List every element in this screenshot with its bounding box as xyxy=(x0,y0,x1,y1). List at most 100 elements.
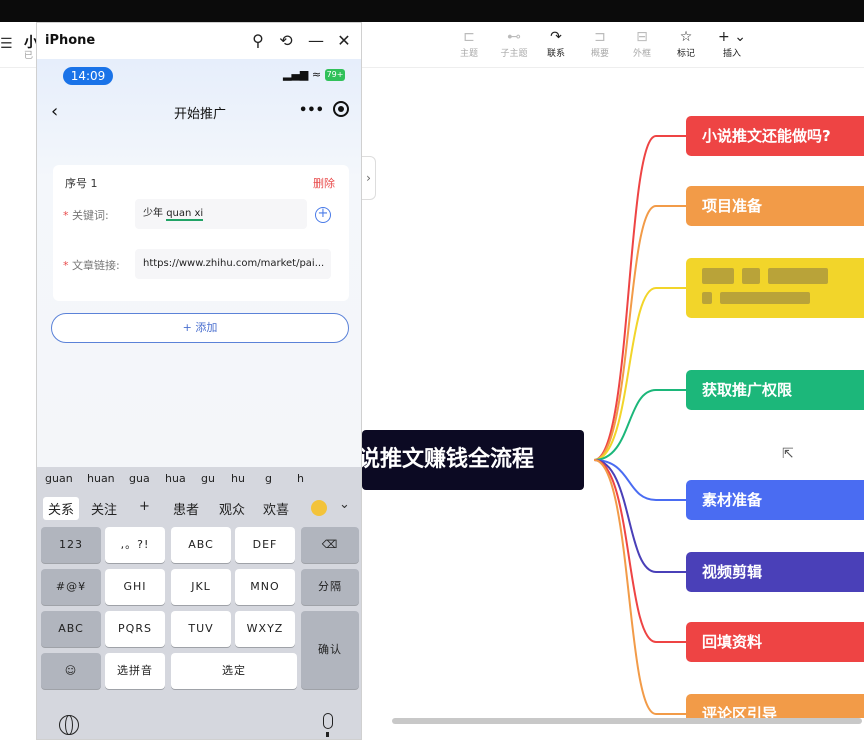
word-candidate[interactable]: 关系 xyxy=(43,497,80,520)
keyboard-key[interactable]: ⌫ xyxy=(301,527,359,563)
keyboard-key[interactable]: 选定 xyxy=(171,653,297,689)
toolbar-plus-button[interactable]: + ⌄插入 xyxy=(710,28,754,59)
topic-icon: ⊏ xyxy=(463,29,475,45)
keyboard-key[interactable]: TUV xyxy=(171,611,231,647)
toolbar-subtopic-button[interactable]: ⊷子主题 xyxy=(492,28,536,59)
keyboard-key[interactable]: WXYZ xyxy=(235,611,295,647)
pin-icon[interactable]: ⚲ xyxy=(252,31,264,50)
document-title[interactable]: 小 xyxy=(24,35,38,51)
pinyin-candidate[interactable]: h xyxy=(297,472,304,485)
toolbar-label: 概要 xyxy=(590,49,609,59)
pinyin-candidate[interactable]: gu xyxy=(201,472,215,485)
keyboard-key[interactable]: 确认 xyxy=(301,611,359,689)
mindmap-canvas[interactable]: 说推文赚钱全流程 小说推文还能做吗? 项目准备获取推广权限素材准备视频剪辑回填资料… xyxy=(362,68,864,734)
signal-wifi-icon: ▂▄▆ ≈ xyxy=(283,68,322,81)
rotate-icon[interactable]: ⟲ xyxy=(279,31,293,50)
mindmap-branch-node[interactable]: 小说推文还能做吗? xyxy=(686,116,864,156)
keyboard-key[interactable]: 选拼音 xyxy=(105,653,165,689)
globe-icon[interactable] xyxy=(59,715,79,735)
microphone-icon[interactable] xyxy=(323,713,333,737)
root-topic[interactable]: 说推文赚钱全流程 xyxy=(362,430,584,490)
word-candidate[interactable]: + xyxy=(139,499,150,514)
horizontal-scrollbar[interactable] xyxy=(362,718,864,740)
toolbar-label: 外框 xyxy=(632,49,651,59)
sequence-label: 序号 1 xyxy=(65,177,98,190)
pinyin-candidate[interactable]: hu xyxy=(231,472,245,485)
article-link-label: * 文章链接: xyxy=(63,259,120,272)
boundary-icon: ⊟ xyxy=(636,29,648,45)
back-arrow-icon[interactable]: ‹ xyxy=(51,101,59,122)
keyboard-key[interactable]: ☺ xyxy=(41,653,101,689)
mindmap-branch-node[interactable]: 获取推广权限 xyxy=(686,370,864,410)
toolbar-relation-button[interactable]: ↷联系 xyxy=(534,28,578,59)
keyboard-key[interactable]: ABC xyxy=(171,527,231,563)
article-link-input[interactable]: https://www.zhihu.com/market/pai... xyxy=(135,249,331,279)
pinyin-candidate[interactable]: hua xyxy=(165,472,186,485)
mindmap-branch-node[interactable] xyxy=(686,258,864,318)
redacted-text xyxy=(720,292,810,304)
promotion-form-card: 序号 1 删除 * 关键词: 少年 quan xi + * 文章链接: http… xyxy=(53,165,349,301)
expand-panel-handle[interactable]: › xyxy=(362,156,376,200)
minimize-icon[interactable]: — xyxy=(308,31,324,50)
keyword-input[interactable]: 少年 quan xi xyxy=(135,199,307,229)
mindmap-branch-node[interactable]: 回填资料 xyxy=(686,622,864,662)
branch-connector xyxy=(593,287,688,461)
delete-link[interactable]: 删除 xyxy=(313,177,335,190)
pinyin-candidate[interactable]: gua xyxy=(129,472,150,485)
page-title: 开始推广 xyxy=(173,107,226,122)
add-keyword-icon[interactable]: + xyxy=(315,207,331,223)
mindmap-branch-node[interactable]: 项目准备 xyxy=(686,186,864,226)
pinyin-keyboard: guan huan gua hua gu hu g h ⌄ 关系关注 + 患者 观众 欢喜 123,。… xyxy=(37,467,361,739)
toolbar-star-button[interactable]: ☆标记 xyxy=(664,28,708,59)
keyboard-key[interactable]: JKL xyxy=(171,569,231,605)
chevron-down-icon[interactable]: ⌄ xyxy=(339,497,350,512)
keyboard-key[interactable]: ABC xyxy=(41,611,101,647)
menu-icon[interactable]: ☰ xyxy=(0,36,13,52)
mindmap-connectors xyxy=(593,135,688,715)
keyboard-key[interactable]: #@¥ xyxy=(41,569,101,605)
app-header: ☰ 小 已 xyxy=(0,30,40,61)
mindmap-branch-node[interactable]: 素材准备 xyxy=(686,480,864,520)
redacted-text xyxy=(742,268,760,284)
keyboard-key[interactable]: 123 xyxy=(41,527,101,563)
toolbar-label: 主题 xyxy=(459,49,478,59)
pinyin-candidate[interactable]: huan xyxy=(87,472,115,485)
keyboard-key[interactable]: 分隔 xyxy=(301,569,359,605)
plus-icon: + ⌄ xyxy=(718,29,746,45)
more-options-icon[interactable]: ••• xyxy=(299,103,324,118)
toolbar-summary-button[interactable]: ⊐ 概要 xyxy=(578,28,622,59)
pinyin-candidates: guan huan gua hua gu hu g h xyxy=(37,467,361,489)
mindmap-branch-node[interactable]: 视频剪辑 xyxy=(686,552,864,592)
relation-icon: ↷ xyxy=(550,29,562,45)
toolbar-label: 子主题 xyxy=(500,49,528,59)
pinyin-candidate[interactable]: g xyxy=(265,472,272,485)
star-icon: ☆ xyxy=(679,29,693,45)
top-bar xyxy=(0,0,864,22)
branch-connector xyxy=(593,459,688,573)
close-miniprogram-icon[interactable] xyxy=(333,101,349,117)
iphone-window: iPhone ⚲ ⟲ — ✕ 14:09 ▂▄▆ ≈ 79+ ‹ 开始推广 ••… xyxy=(36,22,362,740)
keyboard-key[interactable]: GHI xyxy=(105,569,165,605)
keyboard-key[interactable]: PQRS xyxy=(105,611,165,647)
branch-connector xyxy=(593,459,688,715)
branch-connector xyxy=(593,459,688,643)
toolbar-topic-button[interactable]: ⊏ 主题 xyxy=(447,28,491,59)
toolbar-boundary-button[interactable]: ⊟ 外框 xyxy=(620,28,664,59)
summary-icon: ⊐ xyxy=(594,29,606,45)
word-candidate[interactable]: 患者 xyxy=(173,503,200,518)
redacted-text xyxy=(702,292,712,304)
emoji-icon[interactable] xyxy=(311,500,327,516)
add-button[interactable]: + 添加 xyxy=(51,313,349,343)
status-icons: ▂▄▆ ≈ 79+ xyxy=(283,68,346,81)
keyboard-key[interactable]: MNO xyxy=(235,569,295,605)
word-candidate[interactable]: 观众 xyxy=(219,503,246,518)
keyboard-key[interactable]: ,。?! xyxy=(105,527,165,563)
keyboard-key[interactable]: DEF xyxy=(235,527,295,563)
word-candidate[interactable]: 关注 xyxy=(91,503,118,518)
redacted-text xyxy=(702,268,734,284)
pinyin-candidate[interactable]: guan xyxy=(45,472,73,485)
close-icon[interactable]: ✕ xyxy=(337,31,351,50)
scrollbar-thumb[interactable] xyxy=(392,718,862,724)
word-candidate[interactable]: 欢喜 xyxy=(263,503,290,518)
window-title: iPhone xyxy=(45,33,96,48)
